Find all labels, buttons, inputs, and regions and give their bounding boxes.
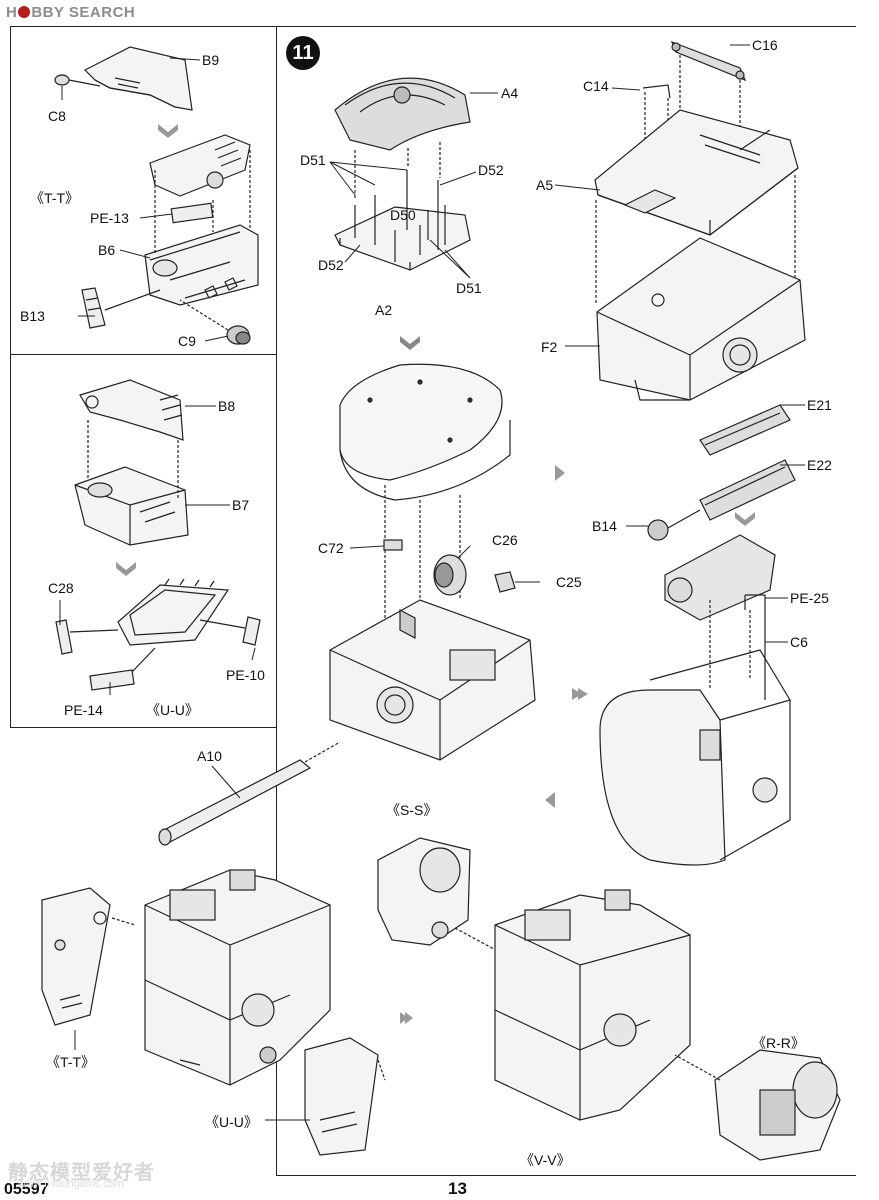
- part-c28: [55, 619, 119, 655]
- main-frame: [276, 26, 856, 1176]
- part-d-posts: [354, 170, 446, 262]
- lead-lines-uu: [87, 420, 179, 500]
- label-a4: A4: [501, 85, 519, 101]
- label-c16: C16: [752, 37, 778, 53]
- bottom-right-assembly: [494, 889, 691, 1121]
- part-hull-box: [329, 599, 536, 761]
- label-pe10: PE-10: [226, 667, 265, 683]
- lead-lines-a5: [595, 175, 796, 305]
- label-c6: C6: [790, 634, 808, 650]
- label-d50: D50: [390, 207, 416, 223]
- label-pe25: PE-25: [790, 590, 829, 606]
- label-b9: B9: [202, 52, 220, 68]
- label-a10: A10: [197, 748, 222, 764]
- lead-lines-a4: [354, 142, 441, 200]
- section-title-tt: 《T-T》: [46, 1054, 95, 1070]
- label-c14: C14: [583, 78, 609, 94]
- part-b13: [81, 287, 161, 329]
- part-pe13-plate: [170, 202, 214, 224]
- label-b6: B6: [98, 242, 116, 258]
- label-b7: B7: [232, 497, 250, 513]
- part-c72: [383, 539, 403, 551]
- section-title-uu: 《U-U》: [205, 1114, 258, 1130]
- part-e22: [699, 459, 796, 521]
- label-d52-bottom: D52: [318, 257, 344, 273]
- part-f2-hull: [596, 237, 806, 401]
- section-title-rr: 《R-R》: [752, 1035, 805, 1051]
- part-a4-turntable: [334, 77, 471, 151]
- part-b7-tray: [74, 466, 189, 546]
- label-d51-bottom: D51: [456, 280, 482, 296]
- part-engine-sub: [664, 534, 776, 621]
- watermark: 静态模型爱好者: [8, 1162, 155, 1184]
- part-a10-barrel: [158, 741, 341, 846]
- part-b14-wheel: [647, 509, 701, 541]
- part-pe10: [199, 616, 261, 646]
- part-pe14: [89, 647, 156, 691]
- arrow-down-uu: [116, 562, 136, 576]
- label-pe14: PE-14: [64, 702, 103, 718]
- label-a2: A2: [375, 302, 393, 318]
- section-title-uu-inset: 《U-U》: [146, 702, 199, 718]
- part-b9-plate: [83, 46, 193, 111]
- arrows-grey: [400, 465, 755, 1024]
- ss-part: [377, 837, 506, 956]
- section-title-ss: 《S-S》: [386, 802, 438, 818]
- watermark-url: www.moxinglens.com: [18, 1178, 124, 1190]
- label-c26: C26: [492, 532, 518, 548]
- label-d52-top: D52: [478, 162, 504, 178]
- label-a5: A5: [536, 177, 554, 193]
- label-b13: B13: [20, 308, 45, 324]
- part-c14-handle: [642, 84, 671, 99]
- label-c9: C9: [178, 333, 196, 349]
- label-c28: C28: [48, 580, 74, 596]
- arrow-down-tt: [158, 124, 178, 138]
- part-c8-knob: [54, 74, 101, 87]
- arrow-down-a2: [400, 336, 420, 350]
- label-c25: C25: [556, 574, 582, 590]
- label-pe13: PE-13: [90, 210, 129, 226]
- label-d51-top: D51: [300, 152, 326, 168]
- part-uu-frame: [117, 578, 230, 646]
- part-e21: [699, 404, 791, 456]
- label-c72: C72: [318, 540, 344, 556]
- part-c26-drum: [433, 554, 467, 596]
- uu-side-part: [304, 1037, 386, 1156]
- section-title-vv: 《V-V》: [520, 1152, 571, 1168]
- part-turret-roof: [339, 363, 511, 501]
- section-title-tt-inset: 《T-T》: [30, 190, 79, 206]
- tt-side-part: [41, 887, 136, 1026]
- label-leaders: [59, 44, 805, 1121]
- bottom-left-assembly: [144, 869, 331, 1086]
- part-a5-lid: [594, 109, 799, 236]
- label-e21: E21: [807, 397, 832, 413]
- label-b14: B14: [592, 518, 617, 534]
- part-c25: [494, 571, 516, 593]
- part-b8-plate: [79, 379, 184, 441]
- label-f2: F2: [541, 339, 558, 355]
- brand-dot-icon: [18, 6, 31, 18]
- page-number: 13: [448, 1179, 467, 1198]
- label-e22: E22: [807, 457, 832, 473]
- part-b6-assembly: [144, 134, 259, 306]
- part-c16-rail: [670, 40, 747, 82]
- rr-part: [674, 1049, 841, 1161]
- part-pe25-strip: [744, 594, 766, 700]
- lead-lines-right: [709, 600, 751, 690]
- part-a2-base: [334, 206, 471, 271]
- part-second-hull: [599, 649, 791, 866]
- step-number-badge: 11: [286, 36, 320, 70]
- kit-code: 05597: [4, 1181, 49, 1198]
- part-c9-cylinder: [179, 299, 251, 345]
- label-b8: B8: [218, 398, 236, 414]
- label-c8: C8: [48, 108, 66, 124]
- lead-lines-tt: [154, 150, 251, 255]
